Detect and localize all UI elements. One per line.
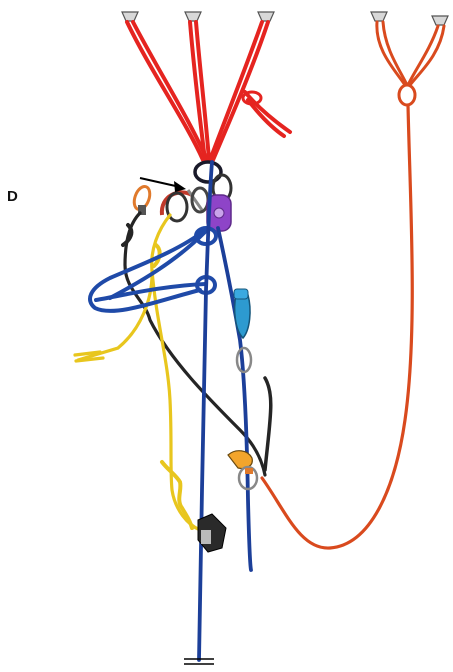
arrow-icon	[140, 178, 186, 192]
mid-hardware	[228, 451, 257, 489]
d-ring-icon	[185, 12, 201, 21]
orange-carabiner	[131, 184, 152, 215]
orange-tail-rope	[262, 22, 444, 548]
anchor-points	[122, 12, 448, 25]
d-ring-icon	[432, 16, 448, 25]
d-ring-icon	[122, 12, 138, 21]
yellow-rope	[75, 215, 200, 530]
d-ring-icon	[371, 12, 387, 21]
red-anchor-slings	[127, 22, 290, 160]
main-rope	[199, 162, 251, 660]
d-ring-icon	[258, 12, 274, 21]
master-point	[162, 162, 231, 231]
black-rope	[123, 213, 271, 475]
